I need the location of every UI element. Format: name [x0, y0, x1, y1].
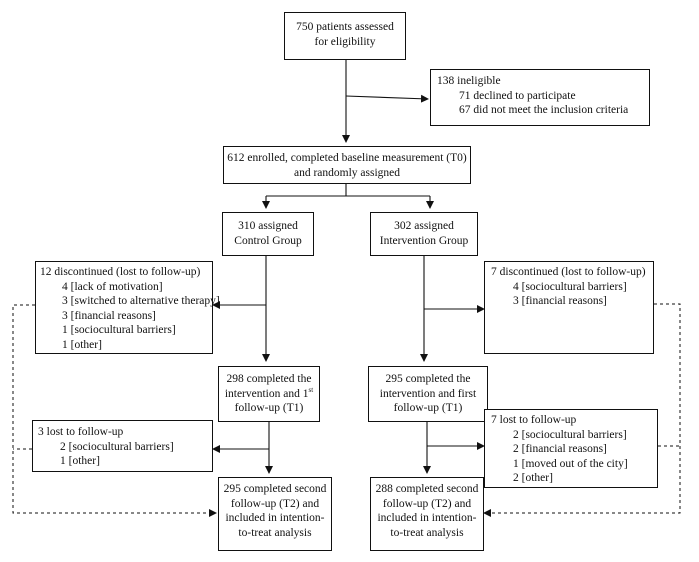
intervention-t1-line-3: follow-up (T1) — [393, 402, 463, 414]
arrow-to-ineligible — [345, 94, 429, 103]
control-t2-box: 295 completed second follow-up (T2) and … — [218, 477, 332, 551]
control-t1-ordinal: st — [308, 385, 314, 394]
intervention-t1-box: 295 completed the intervention and first… — [368, 366, 488, 422]
intervention-t2-box: 288 completed second follow-up (T2) and … — [370, 477, 484, 551]
intervention-t1-line-1: 295 completed the — [385, 373, 471, 385]
control-discontinued-title: 12 discontinued (lost to follow-up) — [40, 266, 201, 278]
control-discontinued-item: 3 [financial reasons] — [62, 309, 156, 322]
intervention-discontinued-box: 7 discontinued (lost to follow-up) 4 [so… — [484, 261, 654, 354]
control-assigned-line-2: Control Group — [234, 234, 302, 247]
intervention-t1-line-2: intervention and first — [379, 387, 477, 400]
control-discontinued-item: 1 [sociocultural barriers] — [62, 324, 176, 336]
intervention-lost-box: 7 lost to follow-up 2 [sociocultural bar… — [484, 409, 658, 488]
control-t2-line-3: included in intention- — [225, 512, 325, 524]
control-discontinued-item: 3 [switched to alternative therapy] — [62, 295, 220, 307]
enrolled-line-1: 612 enrolled, completed baseline measure… — [227, 152, 467, 164]
control-t1-line-2: intervention and 1st — [219, 385, 319, 402]
intervention-t2-line-4: to-treat analysis — [390, 526, 464, 539]
ineligible-title: 138 ineligible — [437, 75, 501, 87]
intervention-t2-line-3: included in intention- — [377, 512, 477, 524]
assessed-line-2: for eligibility — [314, 35, 376, 48]
control-t1-line-2-text: intervention and 1 — [224, 387, 309, 400]
ineligible-item-criteria: 67 did not meet the inclusion criteria — [459, 104, 629, 116]
intervention-lost-item: 1 [moved out of the city] — [513, 457, 628, 470]
enrolled-box: 612 enrolled, completed baseline measure… — [223, 146, 471, 184]
ineligible-box: 138 ineligible 71 declined to participat… — [430, 69, 650, 126]
control-discontinued-item: 4 [lack of motivation] — [62, 280, 163, 293]
assessed-line-1: 750 patients assessed — [296, 21, 394, 33]
intervention-lost-title: 7 lost to follow-up — [491, 414, 577, 426]
control-discontinued-item: 1 [other] — [62, 338, 102, 351]
intervention-discontinued-item: 3 [financial reasons] — [513, 295, 607, 307]
ineligible-item-declined: 71 declined to participate — [459, 89, 576, 102]
control-assigned-line-1: 310 assigned — [238, 220, 298, 232]
control-t2-line-1: 295 completed second — [223, 483, 327, 495]
control-t1-line-3: follow-up (T1) — [234, 402, 304, 414]
enrolled-line-2: and randomly assigned — [293, 166, 401, 179]
intervention-t2-line-1: 288 completed second — [375, 483, 479, 495]
intervention-assigned-line-2: Intervention Group — [379, 234, 469, 247]
intervention-lost-item: 2 [other] — [513, 472, 553, 484]
control-t2-line-4: to-treat analysis — [238, 526, 312, 539]
intervention-discontinued-item: 4 [sociocultural barriers] — [513, 280, 627, 293]
control-lost-item: 1 [other] — [60, 455, 100, 467]
intervention-lost-item: 2 [sociocultural barriers] — [513, 428, 627, 441]
control-t1-line-1: 298 completed the — [226, 373, 312, 385]
assessed-box: 750 patients assessed for eligibility — [284, 12, 406, 60]
control-t2-line-2: follow-up (T2) and — [230, 497, 320, 510]
intervention-assigned-box: 302 assigned Intervention Group — [370, 212, 478, 256]
control-t1-box: 298 completed the intervention and 1st f… — [218, 366, 320, 422]
control-lost-box: 3 lost to follow-up 2 [sociocultural bar… — [32, 420, 213, 472]
intervention-lost-item: 2 [financial reasons] — [513, 443, 607, 455]
control-discontinued-box: 12 discontinued (lost to follow-up) 4 [l… — [35, 261, 220, 354]
intervention-assigned-line-1: 302 assigned — [394, 220, 454, 232]
control-assigned-box: 310 assigned Control Group — [222, 212, 314, 256]
control-lost-title: 3 lost to follow-up — [38, 426, 124, 438]
control-lost-item: 2 [sociocultural barriers] — [60, 440, 174, 453]
intervention-t2-line-2: follow-up (T2) and — [382, 497, 472, 510]
intervention-discontinued-title: 7 discontinued (lost to follow-up) — [491, 266, 646, 278]
